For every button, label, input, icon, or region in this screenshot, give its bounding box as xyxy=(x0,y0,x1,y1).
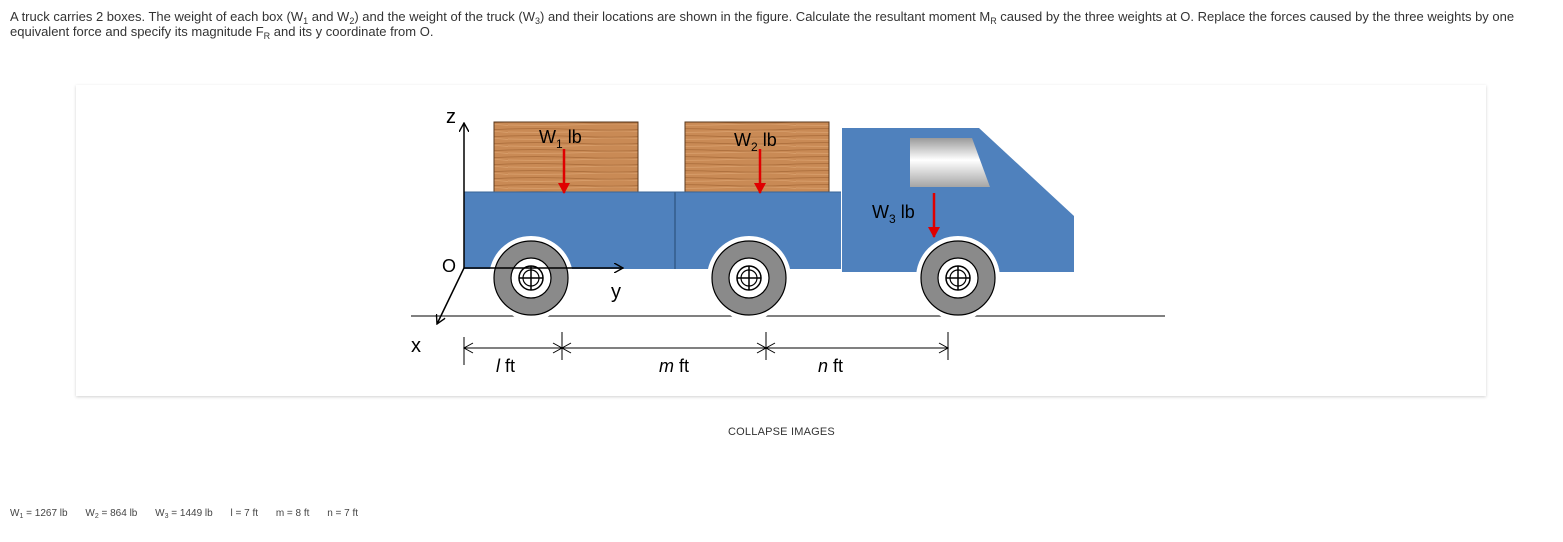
w2-label: W2 lb xyxy=(734,130,777,154)
x-axis xyxy=(437,267,465,324)
truck-cab xyxy=(842,128,1074,272)
value-w3: W3 = 1449 lb xyxy=(155,508,213,520)
dimension-lines xyxy=(462,332,950,365)
value-n: n = 7 ft xyxy=(327,508,359,519)
wheel-front xyxy=(916,236,1000,320)
problem-text-1: A truck carries 2 boxes. The weight of e… xyxy=(10,9,304,24)
problem-sub-5: R xyxy=(263,31,271,41)
problem-sub-1: 1 xyxy=(303,16,309,26)
problem-text-6: and its y coordinate from O. xyxy=(270,24,434,39)
figure-card: z y x O W1 lb W2 lb W3 lb l ft m ft n ft xyxy=(76,85,1486,396)
value-m: m = 8 ft xyxy=(275,508,310,519)
value-w1: W1 = 1267 lb xyxy=(10,508,68,520)
problem-sub-4: R xyxy=(990,16,997,26)
dim-n-label: n ft xyxy=(818,356,843,376)
origin-label: O xyxy=(442,256,456,276)
cab-window xyxy=(910,138,990,187)
collapse-images-button[interactable]: COLLAPSE IMAGES xyxy=(728,426,835,438)
value-w2: W2 = 864 lb xyxy=(85,508,138,520)
wheel-middle xyxy=(707,236,791,320)
problem-sub-2: 2 xyxy=(349,16,355,26)
problem-text-2: and W xyxy=(308,9,350,24)
problem-sub-3: 3 xyxy=(534,16,540,26)
box-2 xyxy=(684,121,830,193)
wheel-rear xyxy=(489,236,573,320)
z-axis-label: z xyxy=(446,106,456,128)
problem-text-4: ) and their locations are shown in the f… xyxy=(540,9,991,24)
x-axis-label: x xyxy=(411,335,421,357)
problem-statement: A truck carries 2 boxes. The weight of e… xyxy=(10,9,1555,41)
truck-diagram: z y x O W1 lb W2 lb W3 lb l ft m ft n ft xyxy=(411,106,1165,376)
y-axis-label: y xyxy=(611,281,621,303)
value-l: l = 7 ft xyxy=(230,508,259,519)
dim-l-label: l ft xyxy=(496,356,515,376)
dim-m-label: m ft xyxy=(659,356,689,376)
given-values: W1 = 1267 lb W2 = 864 lb W3 = 1449 lb l … xyxy=(10,508,373,520)
w1-label: W1 lb xyxy=(539,127,582,151)
w3-label: W3 lb xyxy=(872,202,915,226)
problem-text-5: caused by the three weights at O. Replac… xyxy=(10,9,1515,39)
problem-text-3: ) and the weight of the truck (W xyxy=(354,9,535,24)
